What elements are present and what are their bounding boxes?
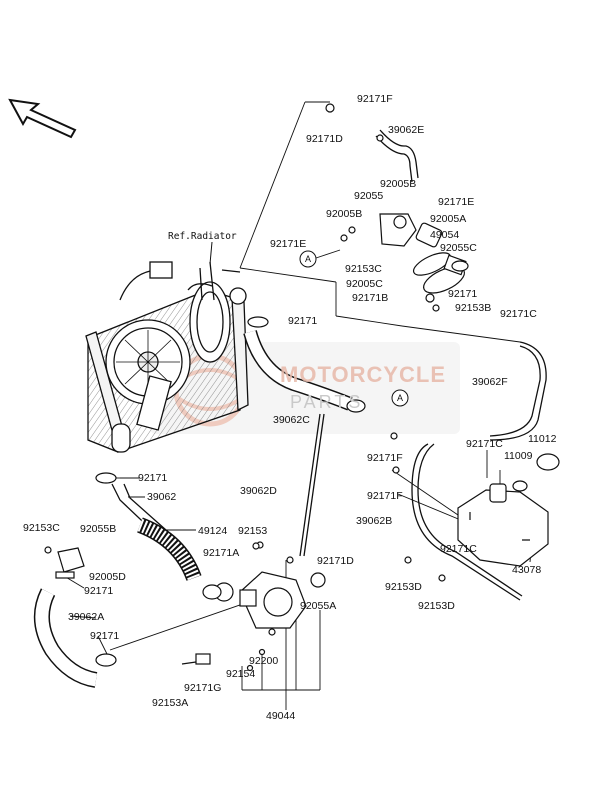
- part-label-39062A: 39062A: [68, 611, 105, 623]
- callout-a-2: A: [397, 393, 404, 403]
- part-label-92153D: 92153D: [385, 581, 422, 593]
- part-label-92005B-2: 92005B: [326, 208, 363, 220]
- part-label-92153B: 92153B: [455, 302, 492, 314]
- part-label-49124: 49124: [198, 525, 228, 537]
- part-label-92171D-2: 92171D: [317, 555, 354, 567]
- thermostat-housing: [325, 103, 467, 312]
- part-label-92153C-2: 92153C: [23, 522, 60, 534]
- part-label-92171: 92171: [448, 288, 478, 300]
- part-label-92005A: 92005A: [430, 213, 467, 225]
- front-direction-arrow-icon: [8, 98, 77, 139]
- part-label-92153D-2: 92153D: [418, 600, 455, 612]
- part-label-92055C: 92055C: [440, 242, 477, 254]
- part-label-92171-4: 92171: [84, 585, 114, 597]
- part-label-92171C: 92171C: [500, 308, 537, 320]
- callout-circles: [299, 250, 409, 407]
- part-label-92171A: 92171A: [203, 547, 240, 559]
- part-label-92153A: 92153A: [152, 697, 189, 709]
- part-label-92153C: 92153C: [345, 263, 382, 275]
- part-label-39062C: 39062C: [273, 414, 310, 426]
- part-label-92171E-2: 92171E: [270, 238, 307, 250]
- part-label-92005B: 92005B: [380, 178, 417, 190]
- part-label-11009: 11009: [504, 450, 533, 462]
- part-label-49044: 49044: [266, 710, 296, 722]
- part-label-92055A: 92055A: [300, 600, 337, 612]
- part-label-92171E: 92171E: [438, 196, 475, 208]
- part-label-92005D: 92005D: [89, 571, 126, 583]
- part-label-92055B: 92055B: [80, 523, 117, 535]
- water-pump: [181, 541, 326, 672]
- part-label-92171F-3: 92171F: [367, 490, 403, 502]
- part-label-39062D: 39062D: [240, 485, 277, 497]
- part-label-92200: 92200: [249, 655, 279, 667]
- part-label-92171G: 92171G: [184, 682, 222, 694]
- part-label-11012: 11012: [528, 433, 557, 445]
- part-label-92005C: 92005C: [346, 278, 383, 290]
- ref-radiator-label: Ref.Radiator: [168, 231, 237, 242]
- part-label-43078: 43078: [512, 564, 542, 576]
- ref-radiator-leader: [209, 241, 213, 265]
- part-label-92171-3: 92171: [138, 472, 168, 484]
- part-label-92153: 92153: [238, 525, 268, 537]
- part-label-92171B: 92171B: [352, 292, 389, 304]
- part-label-92171C-3: 92171C: [440, 543, 477, 555]
- hoses: [34, 129, 547, 688]
- part-label-39062E: 39062E: [388, 124, 425, 136]
- part-label-92171D: 92171D: [306, 133, 343, 145]
- part-label-39062F: 39062F: [472, 376, 508, 388]
- part-label-92154: 92154: [226, 668, 256, 680]
- small-parts: [44, 260, 469, 667]
- callout-a-1: A: [305, 254, 312, 264]
- radiator-assembly: [85, 261, 249, 453]
- part-label-92055: 92055: [354, 190, 384, 202]
- reserve-tank: [390, 432, 560, 582]
- part-label-92171F: 92171F: [357, 93, 393, 105]
- part-label-92171-5: 92171: [90, 630, 120, 642]
- part-label-92171C-2: 92171C: [466, 438, 503, 450]
- part-label-39062B: 39062B: [356, 515, 393, 527]
- part-label-49054: 49054: [430, 229, 460, 241]
- part-label-39062: 39062: [147, 491, 177, 503]
- part-label-92171-2: 92171: [288, 315, 318, 327]
- part-label-92171F-2: 92171F: [367, 452, 403, 464]
